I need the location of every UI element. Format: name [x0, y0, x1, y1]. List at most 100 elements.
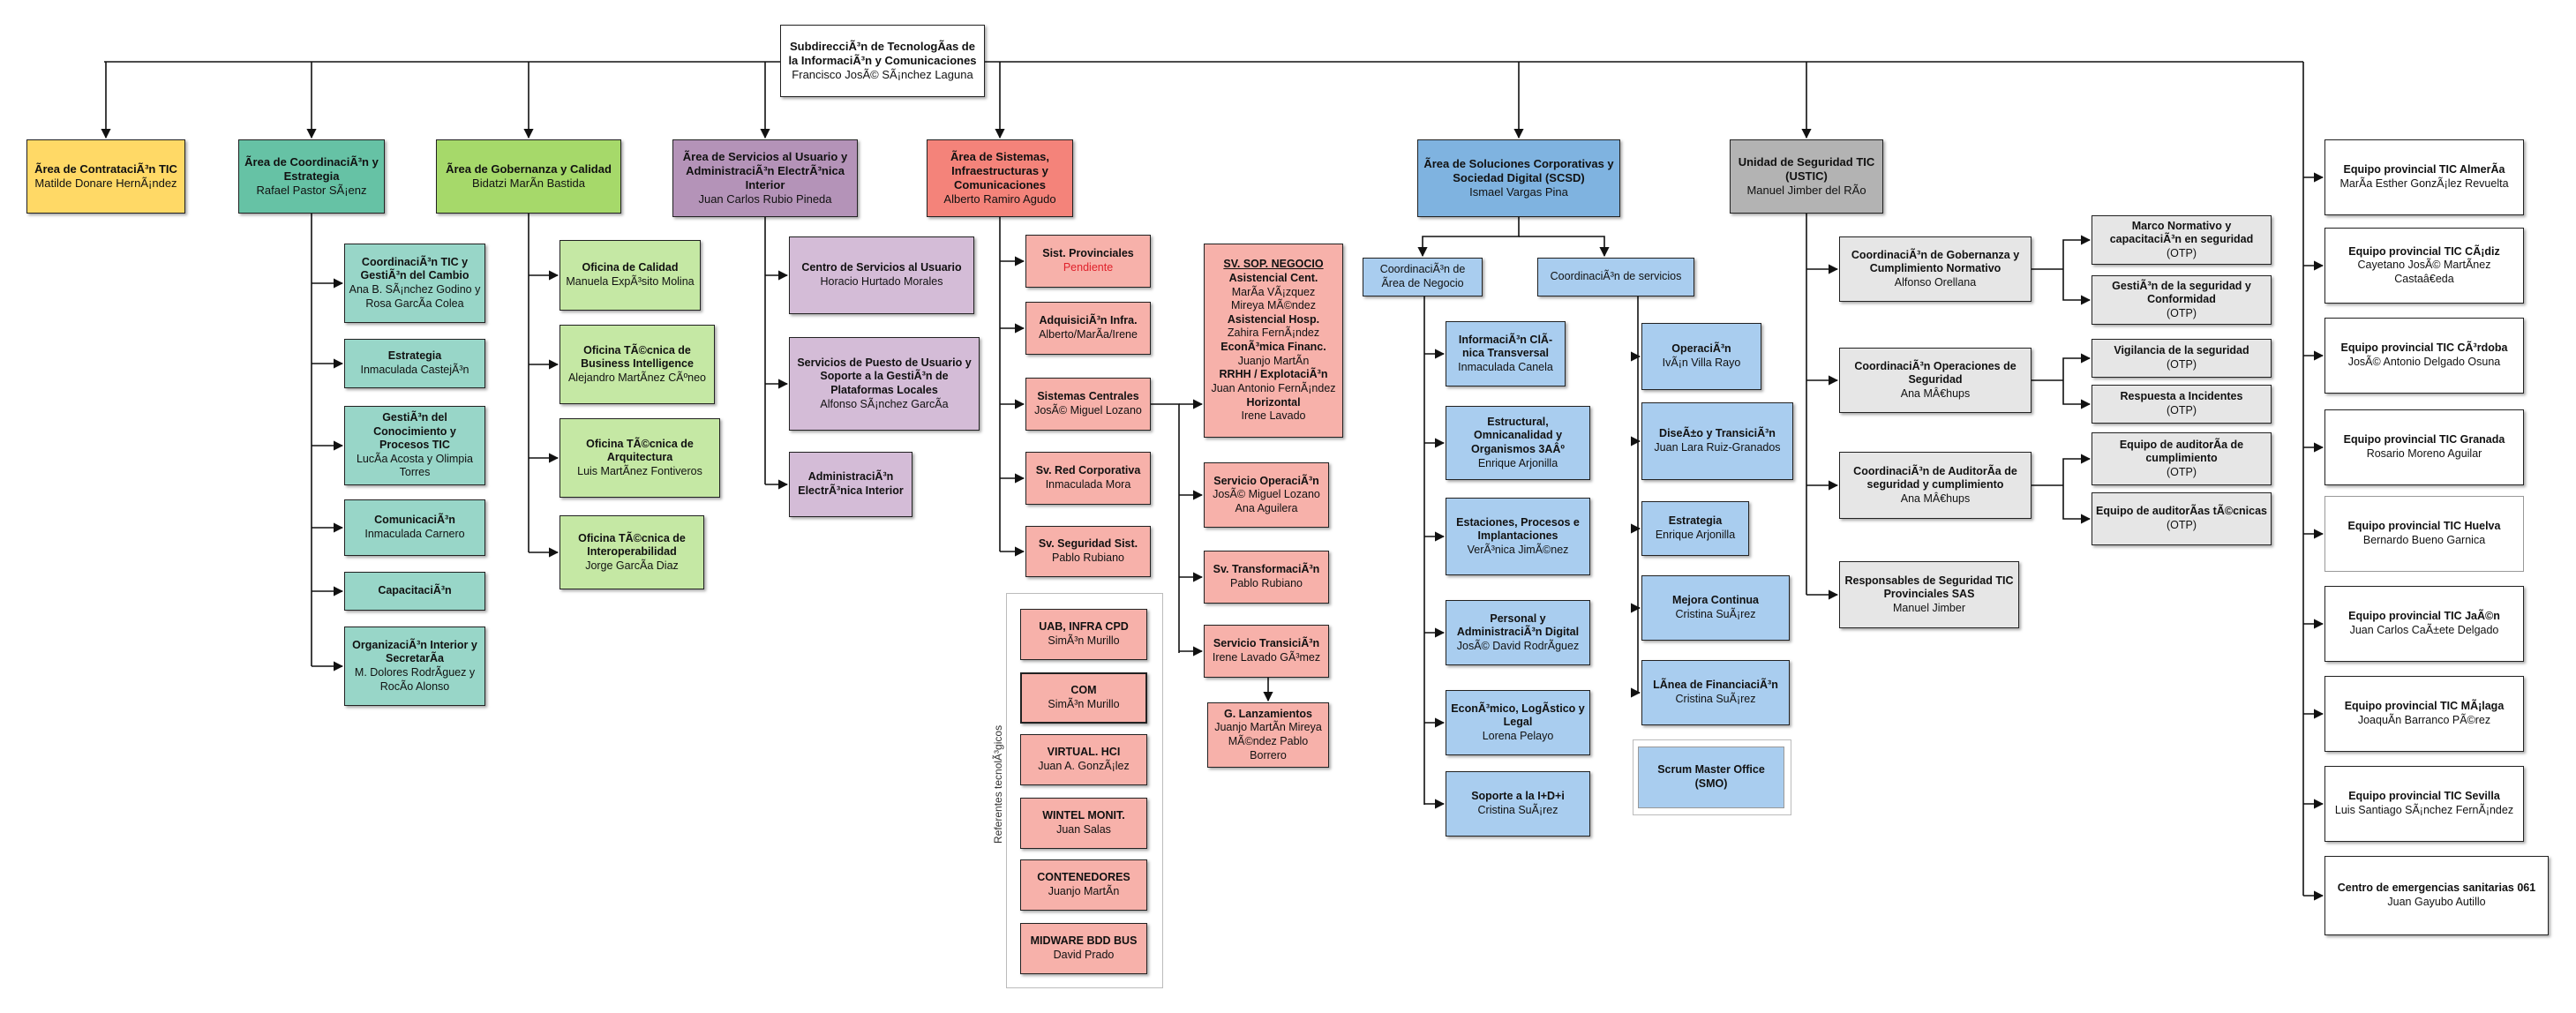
negocio-child-3-title: Personal y AdministraciÃ³n Digital	[1456, 612, 1580, 639]
seguridad-child-2-person: Ana MÂ€hups	[1900, 491, 1971, 505]
seguridad-child-0-person: Alfonso Orellana	[1894, 275, 1977, 289]
servicios-scsd-child-3-title: Mejora Continua	[1672, 594, 1759, 607]
provincial-5-title: Equipo provincial TIC JaÃ©n	[2348, 610, 2500, 623]
seguridad-child-2: CoordinaciÃ³n de AuditorÃ­a de seguridad…	[1839, 452, 2032, 519]
coordinacion-child-4-title: CapacitaciÃ³n	[378, 584, 452, 597]
servicios-child-1: Servicios de Puesto de Usuario y Soporte…	[789, 337, 980, 431]
referente-5-person: David Prado	[1053, 949, 1115, 961]
top-box-person: Francisco JosÃ© SÃ¡nchez Laguna	[792, 68, 973, 82]
sistemas-right-3-title: G. Lanzamientos	[1223, 707, 1313, 720]
referente-2-person: Juan A. GonzÃ¡lez	[1038, 760, 1130, 772]
referentes-label: Referentes tecnolÃ³gicos	[992, 724, 1004, 844]
servicios-child-1-title: Servicios de Puesto de Usuario y Soporte…	[797, 356, 972, 396]
gobernanza-child-1-title: Oficina TÃ©cnica de Business Intelligenc…	[581, 343, 694, 371]
sistemas-right-2-title: Servicio TransiciÃ³n	[1213, 637, 1320, 650]
servicios-scsd-child-1-person: Juan Lara Ruiz-Granados	[1654, 441, 1781, 454]
area-coordinacion-title: Ãrea de CoordinaciÃ³n y Estrategia	[244, 154, 379, 183]
referente-0-person: SimÃ³n Murillo	[1048, 634, 1120, 647]
negocio-child-4-person: Lorena Pelayo	[1482, 729, 1554, 742]
area-servicios-usuario: Ãrea de Servicios al Usuario y Administr…	[672, 139, 858, 217]
otp-box-2-person: (OTP)	[2166, 358, 2197, 371]
area-coordinacion-person: Rafael Pastor SÃ¡enz	[256, 184, 367, 198]
provincial-6-title: Equipo provincial TIC MÃ¡laga	[2344, 700, 2505, 713]
servicios-scsd-child-1-title: DiseÃ±o y TransiciÃ³n	[1659, 427, 1776, 440]
negocio-child-2-title: Estaciones, Procesos e Implantaciones	[1456, 515, 1580, 543]
area-servicios-usuario-title: Ãrea de Servicios al Usuario y Administr…	[682, 149, 848, 192]
scrum-box: Scrum Master Office (SMO)	[1638, 747, 1784, 808]
coord-negocio: CoordinaciÃ³n de Ãrea de Negocio	[1363, 258, 1483, 296]
coordinacion-child-3-title: ComunicaciÃ³n	[374, 514, 455, 527]
referente-5-title: MIDWARE BDD BUS	[1030, 934, 1138, 948]
coordinacion-child-2: GestiÃ³n del Conocimiento y Procesos TIC…	[344, 406, 485, 485]
otp-box-3-person: (OTP)	[2166, 404, 2197, 416]
coord-servicios-title: CoordinaciÃ³n de servicios	[1550, 270, 1682, 283]
provincial-2-title: Equipo provincial TIC CÃ³rdoba	[2340, 341, 2508, 355]
seguridad-child-3-person: Manuel Jimber	[1893, 601, 1965, 614]
referente-1-title: COM	[1070, 684, 1097, 697]
otp-box-4: Equipo de auditorÃ­a de cumplimiento(OTP…	[2092, 432, 2272, 485]
sistemas-right-1-person: Pablo Rubiano	[1229, 577, 1303, 589]
seguridad-child-0-title: CoordinaciÃ³n de Gobernanza y Cumplimien…	[1851, 248, 2020, 275]
gobernanza-child-3-title: Oficina TÃ©cnica de Interoperabilidad	[578, 531, 686, 559]
otp-box-5: Equipo de auditorÃ­as tÃ©cnicas(OTP)	[2092, 492, 2272, 545]
sop-negocio-line: Juan Antonio FernÃ¡ndez	[1211, 381, 1336, 394]
negocio-child-1: Estructural, Omnicanalidad y Organismos …	[1446, 406, 1590, 480]
provincial-3-title: Equipo provincial TIC Granada	[2343, 433, 2505, 446]
otp-box-5-person: (OTP)	[2166, 519, 2197, 531]
coordinacion-child-1-title: Estrategia	[387, 349, 442, 363]
negocio-child-0-person: Inmaculada Canela	[1458, 360, 1553, 373]
provincial-7-title: Equipo provincial TIC Sevilla	[2348, 790, 2500, 803]
referente-0-title: UAB, INFRA CPD	[1039, 620, 1129, 634]
top-box-title: SubdirecciÃ³n de TecnologÃ­as de la Info…	[788, 39, 977, 67]
area-soluciones-person: Ismael Vargas Pina	[1469, 185, 1568, 199]
servicios-child-1-person: Alfonso SÃ¡nchez GarcÃ­a	[820, 397, 949, 410]
sop-negocio-line: MarÃ­a VÃ¡zquez	[1231, 285, 1316, 298]
coordinacion-child-4: CapacitaciÃ³n	[344, 572, 485, 611]
sop-negocio-line: Horizontal	[1246, 395, 1301, 409]
coord-servicios: CoordinaciÃ³n de servicios	[1537, 258, 1694, 296]
coordinacion-child-0-title: CoordinaciÃ³n TIC y GestiÃ³n del Cambio	[360, 255, 469, 282]
otp-box-2: Vigilancia de la seguridad(OTP)	[2092, 339, 2272, 378]
sistemas-child-4: Sv. Seguridad Sist.Pablo Rubiano	[1025, 526, 1151, 577]
top-box: SubdirecciÃ³n de TecnologÃ­as de la Info…	[780, 25, 985, 97]
negocio-child-2-person: VerÃ³nica JimÃ©nez	[1467, 543, 1569, 556]
servicios-child-0-title: Centro de Servicios al Usuario	[801, 261, 962, 274]
sistemas-right-0-title: Servicio OperaciÃ³n	[1213, 474, 1319, 487]
sop-negocio-line: EconÃ³mica Financ.	[1220, 341, 1326, 353]
coordinacion-child-2-person: LucÃ­a Acosta y Olimpia Torres	[356, 452, 473, 479]
gobernanza-child-0-person: Manuela ExpÃ³sito Molina	[566, 275, 695, 288]
provincial-7-person: Luis Santiago SÃ¡nchez FernÃ¡ndez	[2334, 804, 2514, 816]
coordinacion-child-5-title: OrganizaciÃ³n Interior y SecretarÃ­a	[352, 638, 477, 665]
negocio-child-1-title: Estructural, Omnicanalidad y Organismos …	[1471, 415, 1565, 455]
provincial-6-person: JoaquÃ­n Barranco PÃ©rez	[2357, 714, 2491, 726]
provincial-3-person: Rosario Moreno Aguilar	[2366, 447, 2482, 460]
negocio-child-0-title: InformaciÃ³n ClÃ­nica Transversal	[1458, 333, 1553, 360]
area-seguridad: Unidad de Seguridad TIC (USTIC)Manuel Ji…	[1730, 139, 1883, 214]
area-soluciones: Ãrea de Soluciones Corporativas y Socied…	[1417, 139, 1620, 217]
sop-negocio-line: Mireya MÃ©ndez	[1230, 299, 1317, 312]
sop-negocio-header: SV. SOP. NEGOCIO	[1223, 258, 1324, 271]
seguridad-child-3-title: Responsables de Seguridad TIC Provincial…	[1844, 574, 2014, 601]
provincial-8-title: Centro de emergencias sanitarias 061	[2337, 882, 2536, 895]
